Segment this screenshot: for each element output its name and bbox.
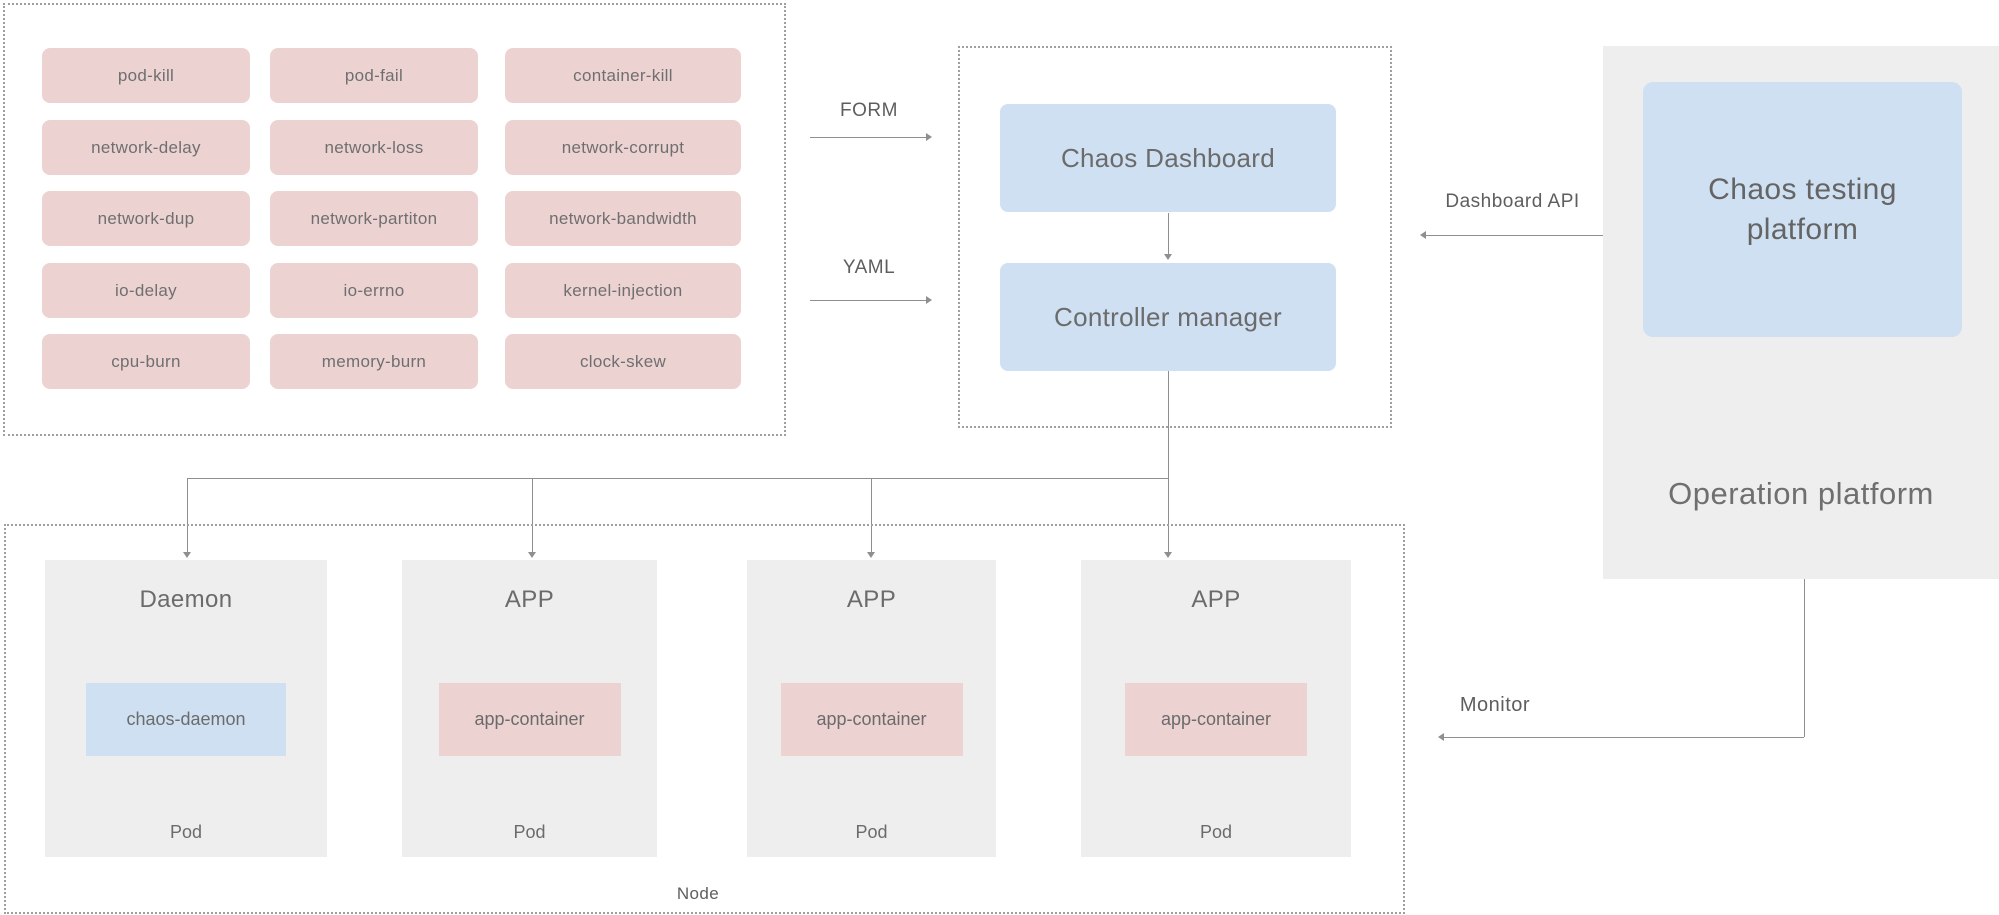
fanout-arrowhead-daemon-icon	[183, 552, 191, 558]
pod-app-2: APP app-container Pod	[747, 560, 996, 857]
pod-app-1-footer: Pod	[513, 822, 546, 842]
dashboard-to-controller-line	[1168, 213, 1169, 256]
chaos-testing-platform-box: Chaos testing platform	[1643, 82, 1962, 337]
experiment-box-kernel-injection: kernel-injection	[505, 263, 741, 318]
operation-platform-panel: Chaos testing platform Operation platfor…	[1603, 46, 1999, 579]
app-container-box-2: app-container	[780, 683, 963, 756]
control-plane-panel	[958, 46, 1392, 428]
form-label: FORM	[840, 100, 898, 121]
node-panel	[4, 524, 1405, 914]
app-container-box-1: app-container	[438, 683, 621, 756]
chaos-testing-platform-label: Chaos testing platform	[1708, 172, 1897, 246]
chaos-dashboard-box: Chaos Dashboard	[1000, 104, 1336, 212]
dashboard-api-line	[1426, 235, 1603, 236]
experiment-box-clock-skew: clock-skew	[505, 334, 741, 389]
pod-app-3: APP app-container Pod	[1081, 560, 1351, 857]
dashboard-api-label: Dashboard API	[1445, 191, 1580, 212]
pod-app-3-title: APP	[1191, 586, 1241, 613]
experiment-box-io-errno: io-errno	[270, 263, 478, 318]
operation-platform-title: Operation platform	[1668, 476, 1934, 511]
monitor-label: Monitor	[1459, 694, 1531, 716]
node-label: Node	[676, 884, 720, 903]
experiment-box-cpu-burn: cpu-burn	[42, 334, 250, 389]
experiment-box-io-delay: io-delay	[42, 263, 250, 318]
pod-daemon-title: Daemon	[139, 586, 233, 613]
chaos-daemon-box: chaos-daemon	[86, 683, 286, 756]
experiment-box-network-partiton: network-partiton	[270, 191, 478, 246]
yaml-arrow-line	[810, 300, 928, 301]
dashboard-to-controller-arrowhead-icon	[1164, 254, 1172, 260]
app-container-box-3: app-container	[1125, 683, 1307, 756]
monitor-horizontal-line	[1444, 737, 1804, 738]
fanout-horizontal-line	[187, 478, 1168, 479]
experiment-box-network-loss: network-loss	[270, 120, 478, 175]
pod-daemon: Daemon chaos-daemon Pod	[45, 560, 327, 857]
experiment-box-pod-fail: pod-fail	[270, 48, 478, 103]
monitor-vertical-line	[1804, 579, 1805, 737]
pod-app-1-title: APP	[504, 586, 555, 613]
controller-down-line	[1168, 371, 1169, 554]
pod-app-2-footer: Pod	[855, 822, 888, 842]
dashboard-api-arrowhead-icon	[1420, 231, 1426, 239]
experiment-box-container-kill: container-kill	[505, 48, 741, 103]
fanout-arrowhead-app1-icon	[528, 552, 536, 558]
controller-manager-box: Controller manager	[1000, 263, 1336, 371]
fanout-drop-line-app1	[532, 478, 533, 554]
experiment-box-network-bandwidth: network-bandwidth	[505, 191, 741, 246]
pod-app-1: APP app-container Pod	[402, 560, 657, 857]
form-arrowhead-icon	[926, 133, 932, 141]
pod-app-3-footer: Pod	[1199, 822, 1233, 842]
fanout-arrowhead-app3-icon	[1164, 552, 1172, 558]
experiments-panel	[3, 3, 786, 436]
pod-daemon-footer: Pod	[169, 822, 203, 842]
yaml-arrowhead-icon	[926, 296, 932, 304]
fanout-drop-line-app2	[871, 478, 872, 554]
pod-app-2-title: APP	[846, 586, 897, 613]
fanout-drop-line-daemon	[187, 478, 188, 554]
form-arrow-line	[810, 137, 928, 138]
experiment-box-pod-kill: pod-kill	[42, 48, 250, 103]
experiment-box-network-dup: network-dup	[42, 191, 250, 246]
experiment-box-memory-burn: memory-burn	[270, 334, 478, 389]
experiment-box-network-corrupt: network-corrupt	[505, 120, 741, 175]
monitor-arrowhead-icon	[1438, 733, 1444, 741]
experiment-box-network-delay: network-delay	[42, 120, 250, 175]
fanout-arrowhead-app2-icon	[867, 552, 875, 558]
yaml-label: YAML	[842, 257, 896, 278]
